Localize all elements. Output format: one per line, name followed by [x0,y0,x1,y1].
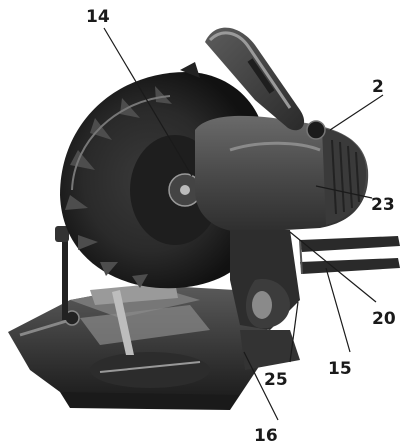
handle [205,27,305,131]
callout-16: 16 [254,426,278,444]
callout-25: 25 [264,370,288,390]
callout-23: 23 [371,195,395,215]
fence [90,282,178,355]
rails [299,236,400,275]
saw-base [8,285,270,410]
clamp-rod [55,226,69,320]
callout-2: 2 [372,77,384,97]
callout-labels: 14 2 23 20 15 25 16 [86,7,396,444]
callout-20: 20 [372,309,396,329]
callout-14: 14 [86,7,110,27]
callout-15: 15 [328,359,352,379]
pivot-arm [230,230,300,370]
leader-lines [103,27,384,421]
motor-housing [195,115,369,233]
